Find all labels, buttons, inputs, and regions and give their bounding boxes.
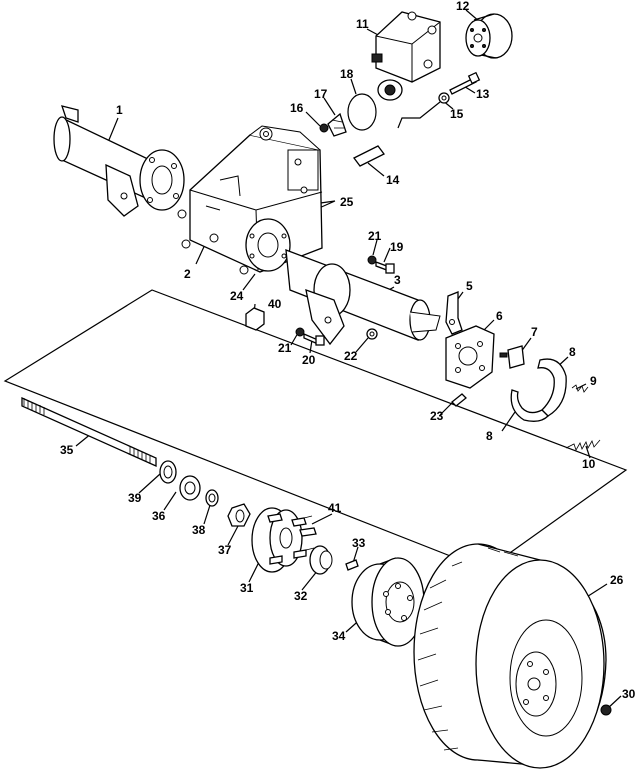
part-37-nut (227, 503, 251, 527)
part-16-nut (319, 123, 329, 133)
callout-8-lower: 8 (486, 429, 493, 443)
callout-41: 41 (328, 501, 342, 515)
part-20-bolt (303, 333, 325, 346)
callout-30: 30 (622, 687, 636, 701)
part-33-key (345, 559, 359, 571)
part-8-brake-shoes (510, 358, 567, 422)
part-32-spacer (309, 545, 333, 575)
callout-15: 15 (450, 107, 464, 121)
part-14-pin (353, 145, 385, 167)
part-7-actuator (499, 345, 525, 369)
part-40-plug (245, 307, 265, 331)
callout-3: 3 (394, 273, 401, 287)
part-10-spring (565, 439, 601, 451)
callout-37: 37 (218, 543, 232, 557)
callout-23: 23 (430, 409, 444, 423)
part-21-washers (295, 255, 377, 337)
part-39-bearing (159, 460, 177, 484)
callout-12: 12 (456, 0, 470, 13)
part-6-backing-plate (445, 325, 495, 389)
callout-24: 24 (230, 289, 244, 303)
callout-17: 17 (314, 87, 328, 101)
callout-20: 20 (302, 353, 316, 367)
callout-26: 26 (610, 573, 624, 587)
part-19-bolt (375, 261, 395, 274)
callout-36: 36 (152, 509, 166, 523)
part-30-lug-nut (600, 704, 612, 716)
part-23-screw (451, 393, 467, 407)
part-41-studs (303, 515, 315, 551)
callout-1: 1 (116, 103, 123, 117)
callout-11: 11 (356, 17, 369, 31)
part-12-filter (465, 13, 513, 59)
part-3-axle-tube (285, 249, 441, 346)
part-5-bracket (445, 291, 463, 335)
part-15-washer (438, 92, 450, 104)
part-9-spring (571, 384, 589, 393)
callout-13: 13 (476, 87, 490, 101)
part-1-axle-tube (53, 105, 185, 217)
callout-21-upper: 21 (368, 229, 382, 243)
callout-5: 5 (466, 279, 473, 293)
callout-16: 16 (290, 101, 304, 115)
part-26-tire-wheel (413, 543, 607, 769)
callout-21-lower: 21 (278, 341, 292, 355)
callout-14: 14 (386, 173, 400, 187)
callout-33: 33 (352, 536, 366, 550)
callout-6: 6 (496, 309, 503, 323)
callout-38: 38 (192, 523, 206, 537)
shaft-group-outline (3, 289, 628, 571)
part-35-axle-shaft (21, 396, 157, 468)
callout-40: 40 (268, 297, 282, 311)
part-13-bolt (449, 71, 481, 95)
callout-31: 31 (240, 581, 254, 595)
callout-labels: 1 2 3 5 6 7 8 8 9 10 11 12 13 14 15 16 1… (60, 0, 636, 701)
part-31-hub (251, 507, 317, 573)
part-2-transaxle-housing (177, 125, 323, 275)
callout-18: 18 (340, 67, 354, 81)
callout-9: 9 (590, 374, 597, 388)
part-18-o-ring (347, 93, 377, 131)
callout-19: 19 (390, 240, 404, 254)
callout-39: 39 (128, 491, 142, 505)
part-34-brake-drum (351, 557, 425, 647)
part-38-washer (205, 489, 219, 507)
callout-32: 32 (294, 589, 308, 603)
part-22-nut (366, 328, 378, 340)
callout-7: 7 (531, 325, 538, 339)
callout-34: 34 (332, 629, 346, 643)
callout-22: 22 (344, 349, 358, 363)
part-36-bearing (179, 475, 201, 501)
callout-10: 10 (582, 457, 596, 471)
part-11-pump (371, 11, 441, 101)
callout-25: 25 (340, 195, 354, 209)
callout-8-upper: 8 (569, 345, 576, 359)
callout-2: 2 (184, 267, 191, 281)
callout-35: 35 (60, 443, 74, 457)
part-17-bevel-gear (327, 112, 347, 137)
